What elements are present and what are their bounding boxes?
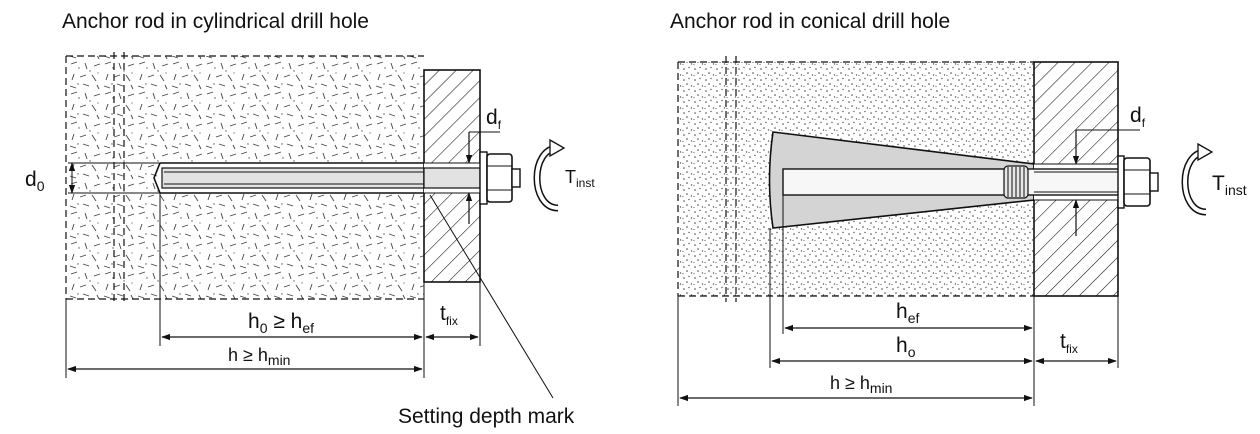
right-nut xyxy=(1117,155,1159,209)
left-h0-label: h0 ≥ hef xyxy=(248,310,314,336)
right-anchor-rod xyxy=(782,165,1124,199)
right-h-dimension: h ≥ hmin xyxy=(679,373,1033,402)
right-h0-dimension: ho xyxy=(771,334,1033,365)
right-df-dimension: df xyxy=(1072,104,1146,236)
left-title: Anchor rod in cylindrical drill hole xyxy=(62,10,369,33)
right-hef-dimension: hef xyxy=(784,300,1033,332)
left-d0-dimension: d0 xyxy=(25,162,160,194)
left-setting-depth-mark: Setting depth mark xyxy=(398,194,575,428)
left-df-dimension: df xyxy=(465,106,502,224)
right-torque-icon: Tinst xyxy=(1181,142,1247,216)
right-tinst-label: Tinst xyxy=(1212,172,1247,198)
left-torque-icon: Tinst xyxy=(533,138,595,212)
right-panel: Anchor rod in conical drill hole xyxy=(670,10,1247,406)
left-panel: Anchor rod in cylindrical drill hole xyxy=(25,10,595,428)
right-tfix-label: tfix xyxy=(1060,330,1078,356)
left-h-label: h ≥ hmin xyxy=(228,345,290,368)
right-tfix-dimension: tfix xyxy=(1035,330,1117,365)
left-nut xyxy=(479,151,521,205)
left-tinst-label: Tinst xyxy=(565,167,595,190)
left-d0-label: d0 xyxy=(25,168,45,194)
left-anchor-rod xyxy=(153,162,481,194)
left-tfix-label: tfix xyxy=(440,302,458,328)
right-h0-label: ho xyxy=(896,334,916,360)
right-title: Anchor rod in conical drill hole xyxy=(670,10,950,33)
right-hef-label: hef xyxy=(896,300,919,326)
left-tfix-dimension: tfix xyxy=(425,302,479,341)
right-extension-lines xyxy=(677,195,1119,406)
right-h-label: h ≥ hmin xyxy=(830,373,892,396)
left-fixture-plate xyxy=(423,69,481,283)
left-df-label: df xyxy=(486,106,502,132)
left-h-dimension: h ≥ hmin xyxy=(67,345,423,373)
left-extension-lines xyxy=(65,193,481,378)
setting-depth-mark-label: Setting depth mark xyxy=(398,405,575,428)
left-h0-dimension: h0 ≥ hef xyxy=(161,310,423,341)
right-df-label: df xyxy=(1130,104,1146,130)
